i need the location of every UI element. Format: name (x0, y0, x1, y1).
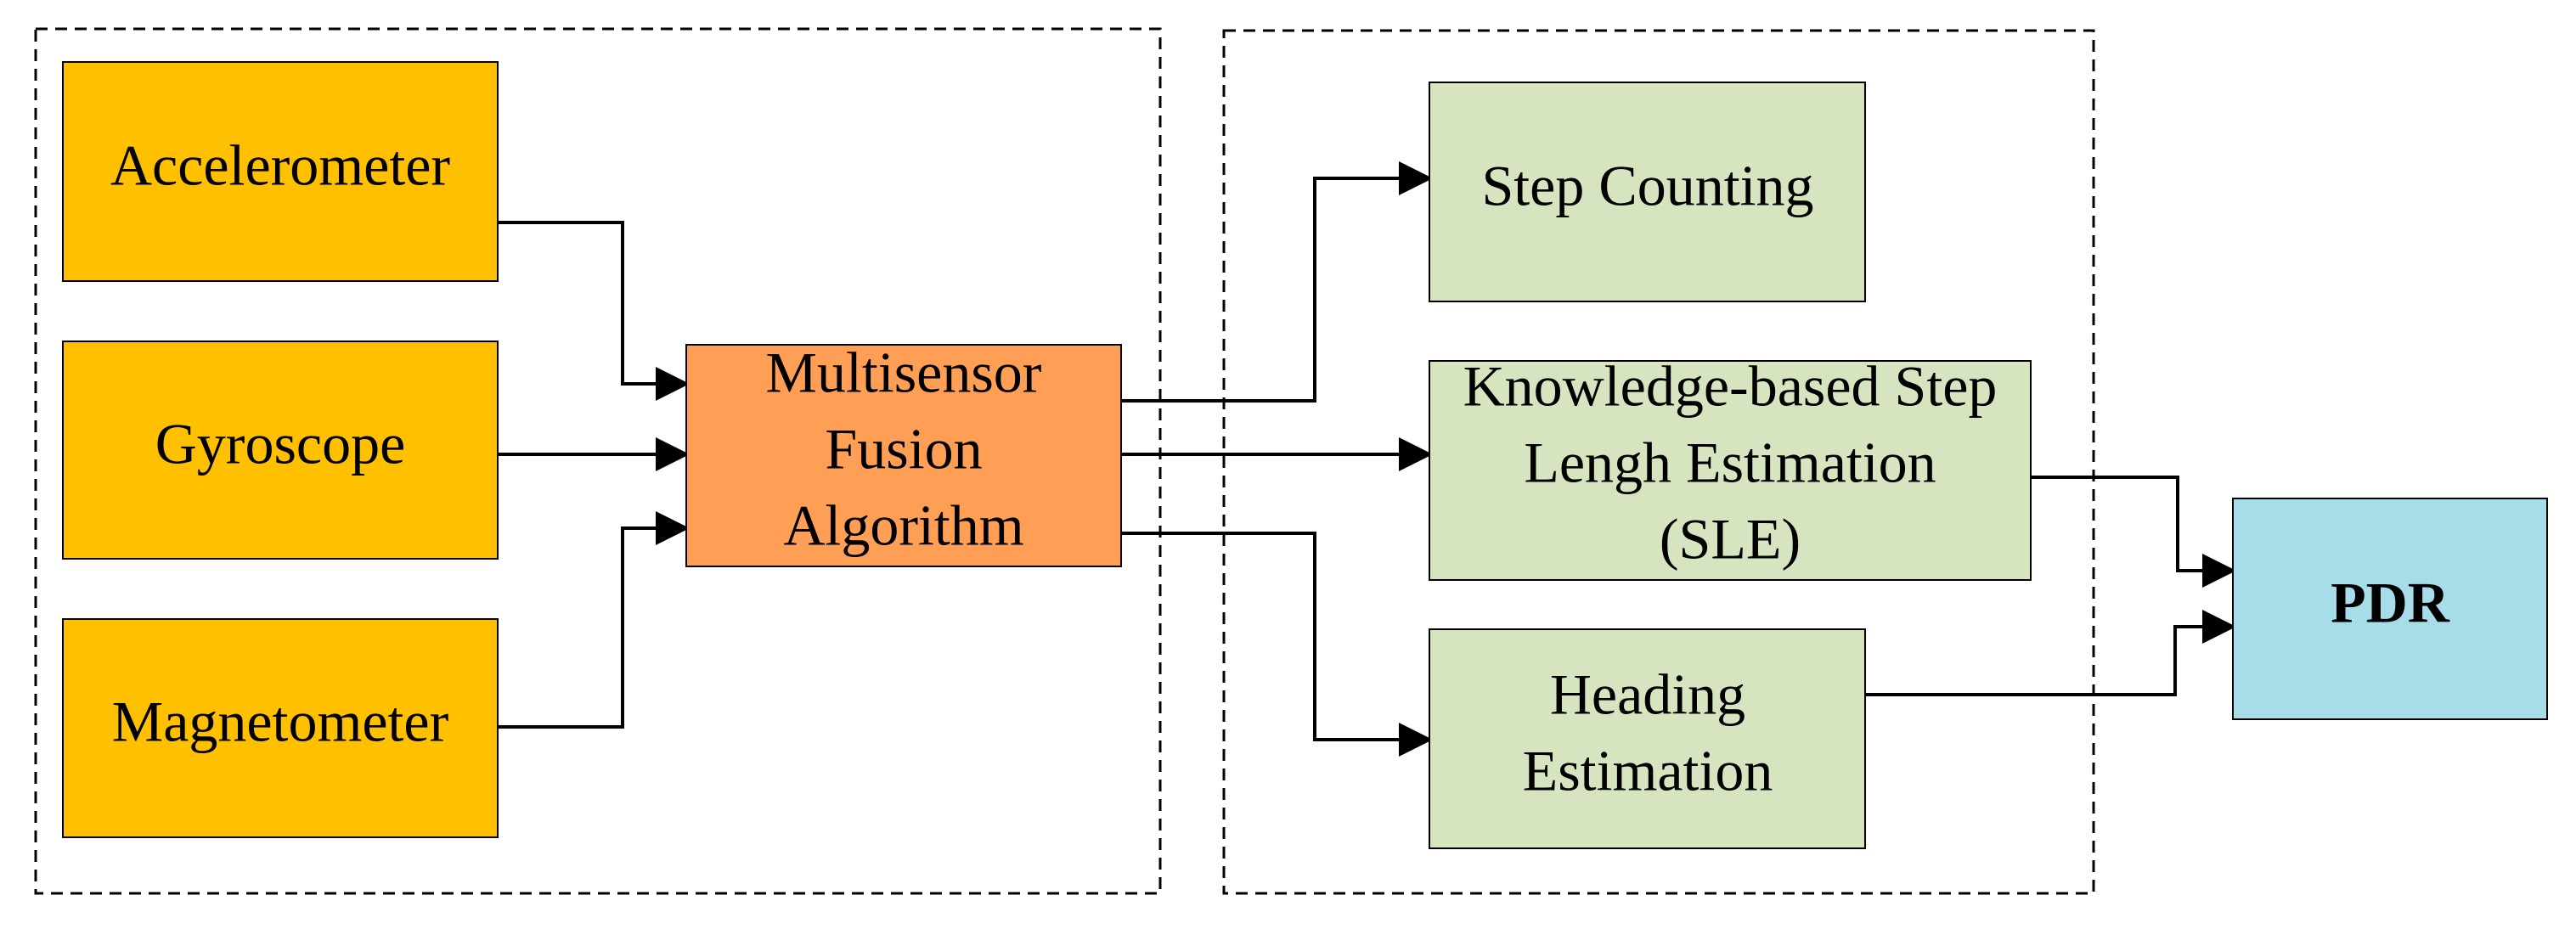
pdr-label: PDR (2331, 571, 2450, 635)
arrow-heading-to-pdr (1865, 610, 2236, 696)
label-line: Heading (1550, 662, 1745, 727)
magnetometer-box: Magnetometer (62, 618, 499, 838)
step-counting-box: Step Counting (1429, 82, 1866, 302)
label-line: Magnetometer (112, 690, 449, 754)
label-line: Gyroscope (155, 412, 406, 476)
gyroscope-box: Gyroscope (62, 341, 499, 560)
arrow-fusion-to-step-counting (1121, 161, 1433, 403)
label-line: Lengh Estimation (1524, 431, 1936, 495)
arrow-sle-to-pdr (2031, 476, 2236, 588)
label-line: Fusion (825, 417, 982, 481)
arrow-fusion-to-heading (1121, 532, 1433, 757)
label-line: Step Counting (1481, 154, 1813, 218)
label-line: Knowledge-based Step (1463, 354, 1998, 419)
arrow-accelerometer-to-fusion (498, 221, 690, 401)
connectors (498, 161, 2236, 757)
gyroscope-label: Gyroscope (155, 412, 406, 476)
step-counting-label: Step Counting (1481, 154, 1813, 218)
label-line: (SLE) (1660, 507, 1801, 571)
pdr-box: PDR (2232, 498, 2548, 720)
label-line: Algorithm (783, 493, 1023, 558)
magnetometer-label: Magnetometer (112, 690, 449, 754)
accelerometer-label: Accelerometer (110, 133, 451, 198)
label-line: Estimation (1523, 739, 1773, 803)
label-line: PDR (2331, 571, 2450, 635)
accelerometer-box: Accelerometer (62, 61, 499, 282)
label-line: Accelerometer (110, 133, 451, 198)
arrow-magnetometer-to-fusion (498, 511, 690, 729)
sensor-fusion-group-frame (34, 27, 1162, 895)
estimation-group-frame (1222, 29, 2095, 895)
label-line: Multisensor (766, 341, 1042, 405)
